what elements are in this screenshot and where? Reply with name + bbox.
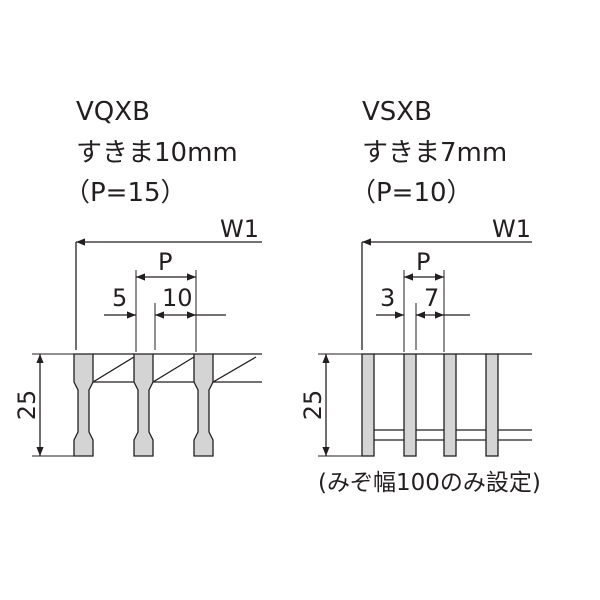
vqxb-bearing-bar (133, 353, 154, 457)
vqxb-cross-bar-diagonal (212, 356, 257, 383)
vsxb-bar-dim-label: 3 (380, 284, 395, 312)
vsxb-height-label: 25 (299, 390, 327, 421)
vqxb-model-label: VQXB (76, 97, 150, 127)
vsxb-bearing-bar (403, 353, 417, 457)
vsxb-pitch-dim-label: P (416, 248, 430, 276)
vqxb-bearing-bar (193, 353, 214, 457)
vsxb-model-label: VSXB (362, 97, 432, 127)
vqxb-gap-label: すきま10mm (76, 138, 238, 168)
vsxb-pitch-label: （P=10） (350, 178, 473, 208)
vsxb-width-label: W1 (492, 215, 531, 243)
vqxb-height-label: 25 (13, 390, 41, 421)
vqxb-diagram: VQXB すきま10mm （P=15） W1 P 5 10 25 (13, 97, 262, 457)
vsxb-bearing-bar (443, 353, 457, 457)
vsxb-gap-label: すきま7mm (362, 138, 507, 168)
vqxb-cross-bar-diagonal (92, 356, 135, 383)
vqxb-width-label: W1 (220, 215, 259, 243)
vqxb-pitch-label: （P=15） (64, 178, 187, 208)
vsxb-bearing-bar (361, 353, 375, 457)
vsxb-gap-dim-label: 7 (424, 284, 439, 312)
vsxb-diagram: VSXB すきま7mm （P=10） W1 P 3 7 25 (299, 97, 541, 496)
vsxb-bearing-bar (485, 353, 499, 457)
vqxb-bearing-bar (73, 353, 94, 457)
vqxb-bar-dim-label: 5 (112, 284, 127, 312)
vsxb-note: (みぞ幅100のみ設定) (318, 470, 541, 496)
vqxb-cross-bar-diagonal (152, 356, 195, 383)
vqxb-pitch-dim-label: P (158, 248, 172, 276)
vqxb-gap-dim-label: 10 (162, 284, 193, 312)
